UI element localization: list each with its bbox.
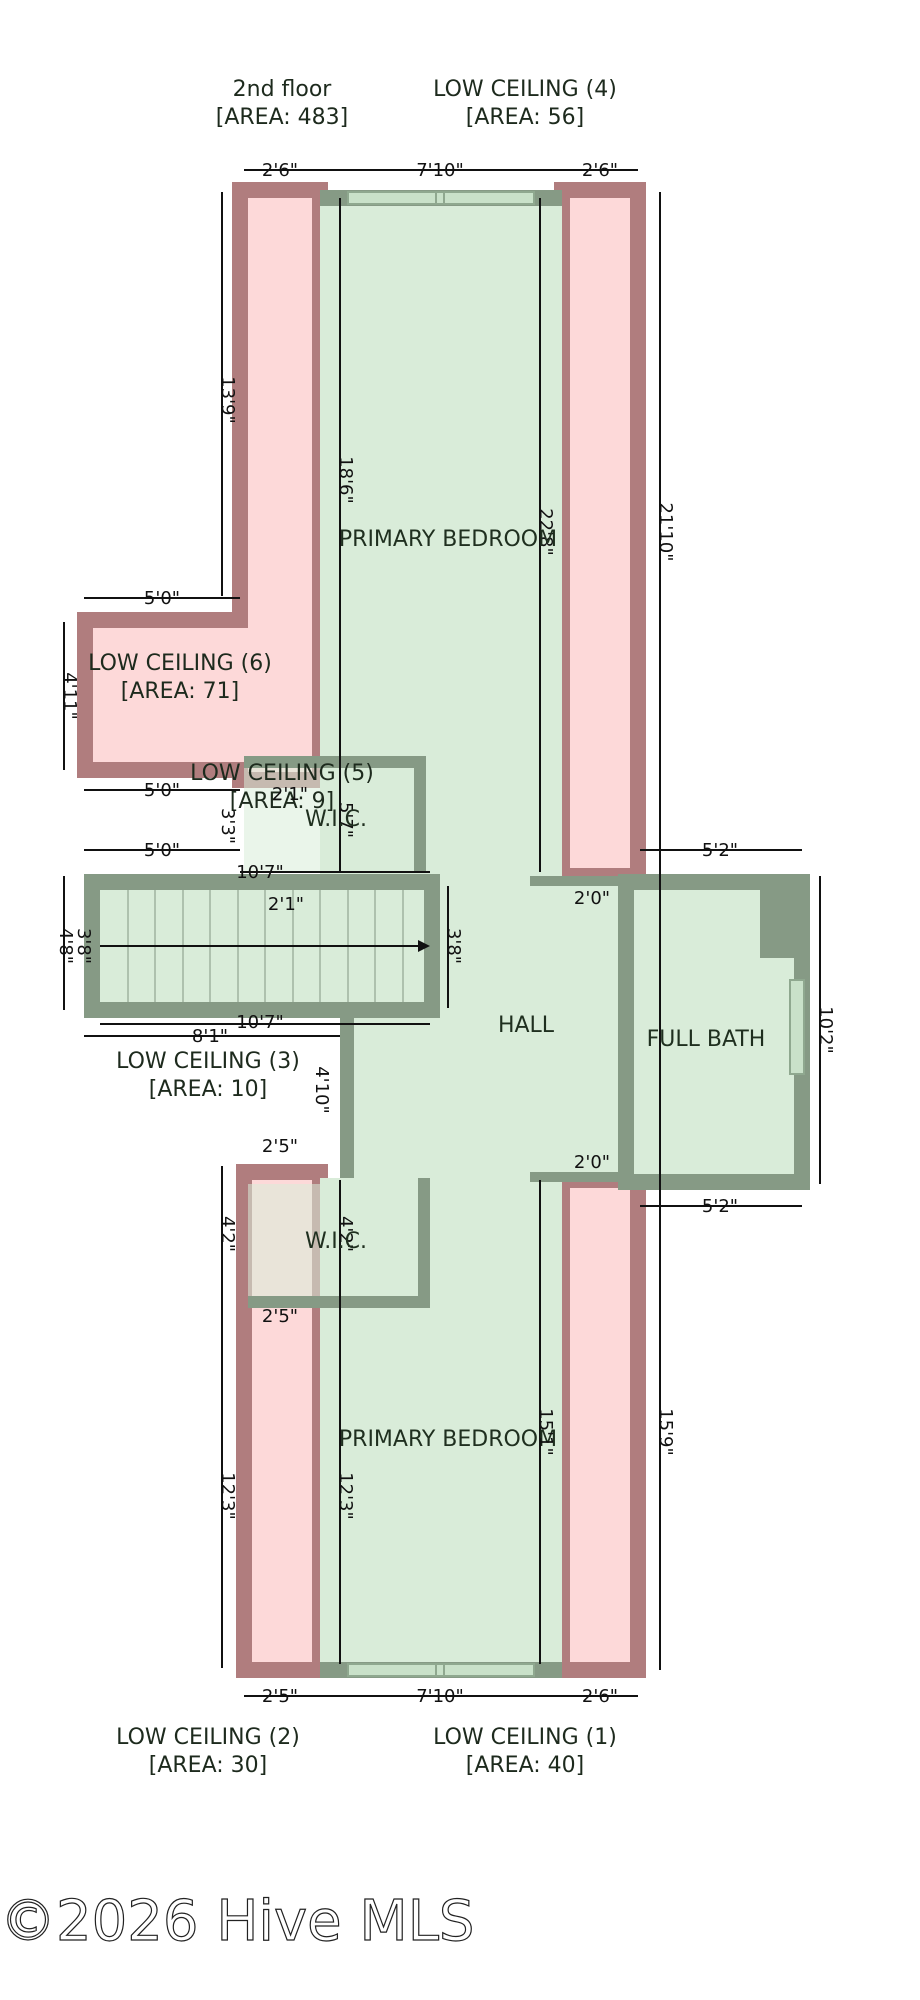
- dim-22-8: 22'8": [535, 508, 556, 556]
- wic-top-area: [244, 762, 420, 872]
- dim-stair-10-7-bot: 10'7": [236, 1012, 284, 1033]
- dim-bath-5-2-top: 5'2": [702, 840, 738, 861]
- primary-bedroom-top-label: PRIMARY BEDROOM: [339, 527, 557, 552]
- window-bottom: [347, 1663, 535, 1677]
- dim-low-2-5-a: 2'5": [262, 1136, 298, 1157]
- wic-top-label: W.I.C.: [305, 807, 367, 832]
- watermark: ©2026 Hive MLS: [0, 1889, 474, 1954]
- dim-ell-5-0-b: 5'0": [144, 780, 180, 801]
- dim-low-4-2-l: 4'2": [217, 1216, 238, 1252]
- dim-hall-4-10: 4'10": [311, 1066, 332, 1114]
- low-ceiling-3-area: [AREA: 10]: [149, 1077, 267, 1102]
- dim-stair-4-8: 4'8": [55, 928, 76, 964]
- dim-low-4-2-r: 4'2": [335, 1216, 356, 1252]
- bath-window: [789, 979, 805, 1075]
- dim-ell-5-0-a: 5'0": [144, 588, 180, 609]
- dim-21-10: 21'10": [655, 502, 676, 561]
- dim-top-right: 2'6": [582, 160, 618, 181]
- low-ceiling-2-label: LOW CEILING (2): [116, 1725, 300, 1750]
- wic-bottom-label: W.I.C.: [305, 1229, 367, 1254]
- low-ceiling-3-label: LOW CEILING (3): [116, 1049, 300, 1074]
- dim-stair-10-7-top: 10'7": [236, 862, 284, 883]
- dim-bath-5-2-bot: 5'2": [702, 1196, 738, 1217]
- dim-bath-2-0-bot: 2'0": [574, 1152, 610, 1173]
- floor-name: 2nd floor: [233, 77, 333, 102]
- dim-15-1: 15'1": [535, 1408, 556, 1456]
- low-ceiling-2-area: [AREA: 30]: [149, 1753, 267, 1778]
- bath-door-jamb-top: [618, 890, 630, 990]
- wic-bottom-area: [248, 1184, 422, 1302]
- hall-west-wall: [340, 1012, 354, 1178]
- dim-stair-8-1: 8'1": [192, 1026, 228, 1047]
- low-ceiling-1-region: [554, 1172, 646, 1678]
- dim-wic-3-3: 3'3": [217, 808, 238, 844]
- dim-12-3-l: 12'3": [217, 1472, 238, 1520]
- dim-wic-5-7: 5'7": [335, 802, 356, 838]
- low-ceiling-6-area: [AREA: 71]: [121, 679, 239, 704]
- dim-15-9: 15'9": [655, 1408, 676, 1456]
- primary-bedroom-bottom-label: PRIMARY BEDROOM: [339, 1427, 557, 1452]
- hall-label: HALL: [498, 1013, 555, 1038]
- dim-bot-left: 2'5": [262, 1686, 298, 1707]
- full-bath-label: FULL BATH: [647, 1027, 766, 1052]
- floor-area: [AREA: 483]: [216, 105, 348, 130]
- dim-top-left: 2'6": [262, 160, 298, 181]
- low-ceiling-4-right-region: [554, 182, 646, 884]
- dim-top-mid: 7'10": [416, 160, 464, 181]
- dim-12-3-r: 12'3": [335, 1472, 356, 1520]
- dim-bot-right: 2'6": [582, 1686, 618, 1707]
- bath-closet: [760, 882, 802, 958]
- bath-door-jamb-bottom: [618, 1068, 630, 1178]
- dim-stair-3-8-l: 3'8": [73, 928, 94, 964]
- low-ceiling-6-label: LOW CEILING (6): [88, 651, 272, 676]
- low-ceiling-1-label: LOW CEILING (1): [433, 1725, 617, 1750]
- low-ceiling-5-area: [AREA: 9]: [230, 789, 334, 814]
- hall-north-wall: [530, 876, 626, 886]
- dim-4-11: 4'11": [59, 672, 80, 720]
- hall-south-wall: [530, 1172, 626, 1182]
- dim-18-6: 18'6": [335, 456, 356, 504]
- dim-bot-mid: 7'10": [416, 1686, 464, 1707]
- dim-stair-5-0: 5'0": [144, 840, 180, 861]
- wic-top-walls: [244, 756, 426, 872]
- dim-low-2-5-b: 2'5": [262, 1306, 298, 1327]
- dim-stair-3-8-r: 3'8": [443, 928, 464, 964]
- dimension-lines: [63, 169, 821, 1697]
- low-ceiling-1-area: [AREA: 40]: [466, 1753, 584, 1778]
- dim-wic-2-1: 2'1": [272, 784, 308, 805]
- dim-bath-2-0-top: 2'0": [574, 888, 610, 909]
- wic-bottom-walls: [248, 1178, 430, 1308]
- low-ceiling-4-label: LOW CEILING (4): [433, 77, 617, 102]
- low-ceiling-4-area: [AREA: 56]: [466, 105, 584, 130]
- dim-bath-10-2: 10'2": [815, 1006, 836, 1054]
- window-top: [347, 191, 535, 205]
- dim-stair-2-1: 2'1": [268, 894, 304, 915]
- low-ceiling-5-label: LOW CEILING (5): [190, 761, 374, 786]
- dim-13-9: 13'9": [217, 376, 238, 424]
- full-bath-area: [618, 874, 810, 1190]
